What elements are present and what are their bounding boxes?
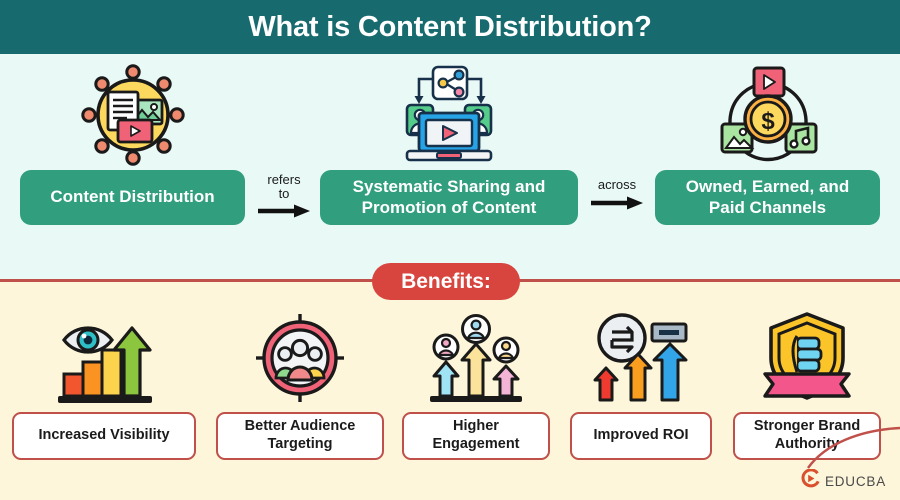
benefit-item-higher-engagement: Higher Engagement <box>402 308 550 460</box>
flow-node-label: Content Distribution <box>20 170 245 225</box>
benefit-item-stronger-brand-authority: Stronger Brand Authority <box>733 308 881 460</box>
content-network-icon <box>74 60 192 170</box>
arrow-right-icon <box>256 203 312 224</box>
svg-text:$: $ <box>761 108 775 135</box>
flow-node-content-distribution: Content Distribution <box>20 60 245 225</box>
benefits-list: Increased Visibility <box>0 308 900 473</box>
benefit-label: Stronger Brand Authority <box>733 412 881 460</box>
educba-logo[interactable]: EDUCBA <box>801 468 886 493</box>
benefit-label: Higher Engagement <box>402 412 550 460</box>
shield-badge-icon <box>755 308 859 404</box>
benefit-item-improved-roi: Improved ROI <box>570 308 712 460</box>
definition-flow: Content Distribution refers to <box>0 60 900 245</box>
users-rising-arrows-icon <box>428 308 524 404</box>
eye-growth-chart-icon <box>52 308 156 404</box>
benefit-label: Increased Visibility <box>12 412 196 460</box>
benefits-badge: Benefits: <box>372 263 520 300</box>
educba-logo-text: EDUCBA <box>824 473 886 489</box>
roi-arrows-icon <box>592 308 690 404</box>
arrow-right-icon <box>589 195 645 216</box>
benefit-item-better-audience-targeting: Better Audience Targeting <box>216 308 384 460</box>
flow-node-systematic-sharing: Systematic Sharing and Promotion of Cont… <box>320 60 578 225</box>
header-bar: What is Content Distribution? <box>0 0 900 54</box>
media-monetization-icon: $ <box>716 60 820 170</box>
flow-node-channels: $ Owned, Earned, and Paid Channels <box>655 60 880 225</box>
benefit-item-increased-visibility: Increased Visibility <box>12 308 196 460</box>
educba-logo-icon <box>801 468 820 493</box>
connector-label: across <box>597 177 637 192</box>
target-audience-icon <box>254 308 346 404</box>
benefit-label: Better Audience Targeting <box>216 412 384 460</box>
page-title: What is Content Distribution? <box>248 10 652 43</box>
connector-label: refers to <box>267 172 301 201</box>
flow-node-label: Owned, Earned, and Paid Channels <box>655 170 880 225</box>
benefit-label: Improved ROI <box>570 412 712 460</box>
flow-connector-refers-to: refers to <box>247 173 321 224</box>
flow-connector-across: across <box>580 178 654 216</box>
benefits-badge-label: Benefits: <box>401 269 491 293</box>
share-laptop-icon <box>397 60 501 170</box>
flow-node-label: Systematic Sharing and Promotion of Cont… <box>320 170 578 225</box>
